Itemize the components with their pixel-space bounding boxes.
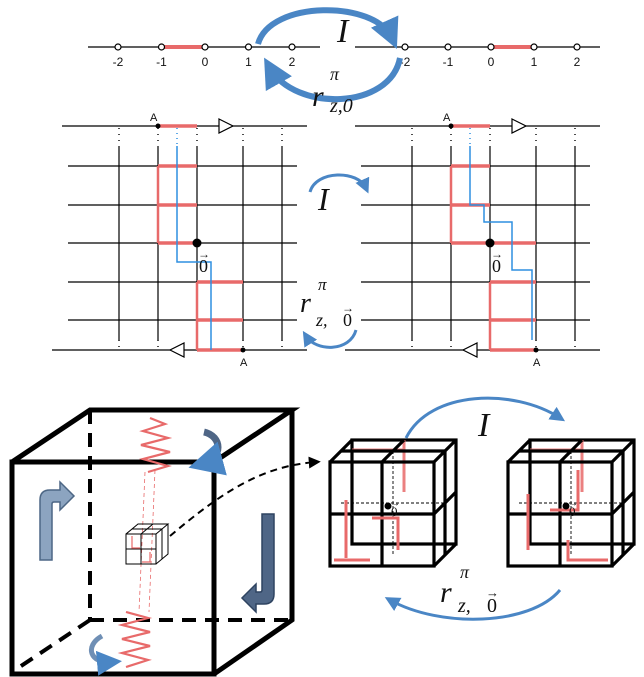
direction-triangle (218, 118, 235, 134)
blue-path (469, 146, 533, 340)
rotation-label-bottom-sup: π (460, 562, 470, 582)
point-a-bottom: A (533, 357, 541, 369)
cube-2x2-left: 0→ (328, 438, 458, 568)
curved-arrow-icon (404, 396, 566, 439)
bent-arrow-icon (240, 513, 275, 614)
curved-arrow-icon (384, 589, 562, 621)
left-tick-label: 2 (289, 55, 296, 69)
lattice-grid-right: 0→AA (345, 112, 600, 369)
vector-arrow-icon: → (568, 498, 578, 509)
direction-triangle (461, 342, 478, 358)
curved-arrow-icon (188, 428, 227, 476)
zoom-connector (169, 456, 321, 537)
middle-rotation-arc: r π z, 0 → (300, 275, 358, 349)
rotation-label-bottom-zero: 0 (487, 595, 497, 617)
lattice-grid-left: 0→ A A (52, 112, 307, 369)
origin-label: 0 (199, 256, 208, 276)
cube-2x2-right: 0→ (506, 438, 636, 568)
right-tick-label: -1 (443, 55, 454, 69)
vector-arrow-icon: → (491, 247, 503, 261)
direction-triangle (511, 118, 528, 134)
red-link (526, 470, 608, 562)
origin-point (485, 238, 495, 248)
integer-point (157, 43, 166, 51)
bottom-inversion-arc: I (404, 396, 566, 444)
integer-point (573, 43, 581, 51)
right-tick-label: 2 (574, 55, 581, 69)
rotation-label-middle-zero: 0 (343, 310, 352, 330)
red-link (334, 500, 400, 562)
vector-arrow-icon: → (198, 247, 210, 261)
rotation-label-top-sup: π (330, 64, 340, 84)
vector-arrow-icon: → (390, 498, 400, 509)
integer-point (114, 43, 122, 51)
number-line-left: -2 -1 0 1 2 (88, 43, 320, 69)
inversion-label-bottom: I (477, 407, 491, 444)
zigzag-spring-icon (138, 416, 173, 474)
rotation-label-middle-base: r (300, 288, 311, 319)
rotation-label-middle-sub: z, (315, 310, 328, 330)
right-tick-label: -2 (400, 55, 411, 69)
right-tick-label: 0 (488, 55, 495, 69)
blue-path (176, 146, 212, 350)
integer-point (530, 43, 538, 51)
rotation-label-top-base: r (312, 80, 324, 113)
number-line-right: -2 -1 0 1 2 (355, 43, 600, 69)
origin-label: 0 (492, 256, 501, 276)
left-tick-label: -2 (113, 55, 124, 69)
point-a-bottom: A (240, 357, 248, 369)
origin-label: 0 (391, 504, 398, 519)
curved-arrow-icon (264, 57, 403, 103)
origin-point (384, 502, 392, 510)
integer-point (244, 43, 253, 51)
zigzag-spring-icon (117, 610, 153, 669)
rotation-label-bottom-base: r (440, 576, 452, 609)
curved-arrow-icon (308, 173, 370, 194)
integer-point (401, 43, 409, 51)
rotation-label-top-sub: z,0 (329, 95, 353, 117)
inversion-label-top: I (336, 13, 350, 50)
left-tick-label: 0 (202, 55, 209, 69)
rotation-label-middle-sup: π (318, 275, 327, 294)
left-tick-label: 1 (245, 55, 252, 69)
origin-point (192, 238, 202, 248)
integer-point (201, 43, 209, 51)
mini-cube (125, 523, 170, 565)
rotation-label-bottom-sub: z, (457, 595, 471, 617)
direction-triangle (168, 342, 185, 358)
point-a-top: A (150, 112, 158, 124)
vector-arrow-icon: → (342, 301, 354, 315)
point-a-top: A (443, 112, 451, 124)
curved-arrow-icon (88, 633, 122, 676)
inversion-label-middle: I (317, 181, 330, 217)
integer-point (288, 43, 296, 51)
top-inversion-arc: I (255, 7, 399, 50)
origin-point (562, 502, 570, 510)
curved-arrow-icon (255, 7, 399, 49)
middle-inversion-arc: I (308, 173, 370, 217)
left-tick-label: -1 (156, 55, 167, 69)
origin-label: 0 (569, 504, 576, 519)
big-cube (9, 407, 321, 677)
curved-arrow-icon (302, 329, 358, 349)
integer-point (444, 43, 452, 51)
vector-arrow-icon: → (486, 585, 499, 600)
top-rotation-arc: r π z,0 (264, 57, 403, 117)
bent-arrow-icon (39, 480, 76, 561)
integer-point (487, 43, 495, 51)
right-tick-label: 1 (531, 55, 538, 69)
bottom-rotation-arc: r π z, 0 → (384, 562, 562, 621)
